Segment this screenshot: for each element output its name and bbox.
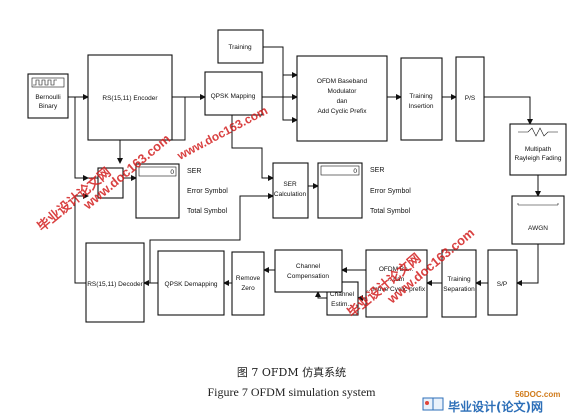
block-qpsk-demapping[interactable]: QPSK Demapping xyxy=(157,250,225,316)
block-awgn[interactable]: AWGN xyxy=(511,195,565,245)
block-ofdm-modulator[interactable]: OFDM Baseband Modulator dan Add Cyclic P… xyxy=(296,55,388,142)
signal-wires xyxy=(68,46,541,301)
display-right-ser: SER xyxy=(370,167,384,174)
training-insertion-label-2: Insertion xyxy=(409,103,434,110)
display-left-error: Error Symbol xyxy=(187,188,228,195)
block-multipath[interactable]: Multipath Rayleigh Fading xyxy=(509,123,567,176)
ser-calc-label-2: Calculation xyxy=(274,191,307,198)
block-rs-encoder[interactable]: RS(15,11) Encoder xyxy=(87,54,173,141)
block-remove-zero[interactable]: Remove Zero xyxy=(231,251,265,316)
display-right[interactable]: 0 SER Error Symbol Total Symbol xyxy=(317,162,411,219)
fading-icon xyxy=(518,127,558,137)
multipath-label-2: Rayleigh Fading xyxy=(515,155,562,162)
qpsk-mapping-label: QPSK Mapping xyxy=(211,93,256,100)
display-right-error: Error Symbol xyxy=(370,188,411,195)
training-separation-label-1: Training xyxy=(447,276,471,283)
logo-text: 毕业设计(论文)网 xyxy=(448,400,543,414)
block-training-separation[interactable]: Training Separation xyxy=(441,249,477,318)
display-left-ser: SER xyxy=(187,168,201,175)
block-ofdm-demodulator[interactable]: OFDM Ba... ...dan ...move Cyclic prefix xyxy=(365,249,428,318)
training-separation-label-2: Separation xyxy=(443,286,475,293)
ofdm-demod-label-1: OFDM Ba... xyxy=(379,266,414,273)
block-rs-decoder[interactable]: RS(15,11) Decoder xyxy=(85,242,145,323)
ser-calc-label-1: SER xyxy=(283,181,297,188)
block-training-top[interactable]: Training xyxy=(217,29,264,64)
training-insertion-label-1: Training xyxy=(409,93,433,100)
ofdm-mod-label-1: OFDM Baseband xyxy=(317,78,368,85)
bernoulli-label-1: Bernoulli xyxy=(35,94,60,101)
remove-zero-label-1: Remove xyxy=(236,275,261,282)
channel-estim-label-2: Estim... xyxy=(331,301,353,308)
channel-comp-label-1: Channel xyxy=(296,263,321,270)
noise-icon xyxy=(517,203,559,206)
pulse-icon xyxy=(33,79,57,86)
qpsk-demapping-label: QPSK Demapping xyxy=(164,281,217,288)
block-ps[interactable]: P/S xyxy=(455,56,485,142)
display-right-total: Total Symbol xyxy=(370,208,411,215)
logo-site: 56DOC.com xyxy=(515,390,561,399)
site-logo: 56DOC.com 毕业设计(论文)网 xyxy=(420,390,580,416)
sp-label: S/P xyxy=(497,281,507,288)
block-channel-compensation[interactable]: Channel Compensation xyxy=(274,249,343,293)
rs-encoder-label: RS(15,11) Encoder xyxy=(102,95,158,102)
display-right-value: 0 xyxy=(353,168,357,175)
ofdm-demod-label-3: ...move Cyclic prefix xyxy=(367,286,426,293)
channel-comp-label-2: Compensation xyxy=(287,273,329,280)
rs-decoder-label: RS(15,11) Decoder xyxy=(87,281,143,288)
book-icon xyxy=(422,397,444,411)
ofdm-mod-label-3: dan xyxy=(337,98,348,105)
training-top-label: Training xyxy=(228,44,252,51)
awgn-label: AWGN xyxy=(528,225,548,232)
display-left-value: 0 xyxy=(170,169,174,176)
caption-chinese: 图 7 OFDM 仿真系统 xyxy=(236,366,347,379)
block-error-rate-left[interactable] xyxy=(97,167,124,199)
ofdm-mod-label-4: Add Cyclic Prefix xyxy=(317,108,367,115)
ps-label: P/S xyxy=(465,95,476,102)
block-qpsk-mapping[interactable]: QPSK Mapping xyxy=(204,71,263,116)
block-training-insertion[interactable]: Training Insertion xyxy=(400,57,443,141)
display-left[interactable]: 0 SER Error Symbol Total Symbol xyxy=(135,163,228,219)
multipath-label-1: Multipath xyxy=(525,146,552,153)
bernoulli-label-2: Binary xyxy=(39,103,58,110)
block-bernoulli[interactable]: Bernoulli Binary xyxy=(27,73,69,119)
block-sp[interactable]: S/P xyxy=(487,249,518,316)
display-left-total: Total Symbol xyxy=(187,208,228,215)
ofdm-mod-label-2: Modulator xyxy=(328,88,358,95)
channel-estim-label-1: Channel xyxy=(330,291,355,298)
caption-english: Figure 7 OFDM simulation system xyxy=(207,385,376,399)
block-ser-calculation[interactable]: SER Calculation xyxy=(272,162,309,219)
ofdm-demod-label-2: ...dan xyxy=(388,276,405,283)
remove-zero-label-2: Zero xyxy=(241,285,255,292)
